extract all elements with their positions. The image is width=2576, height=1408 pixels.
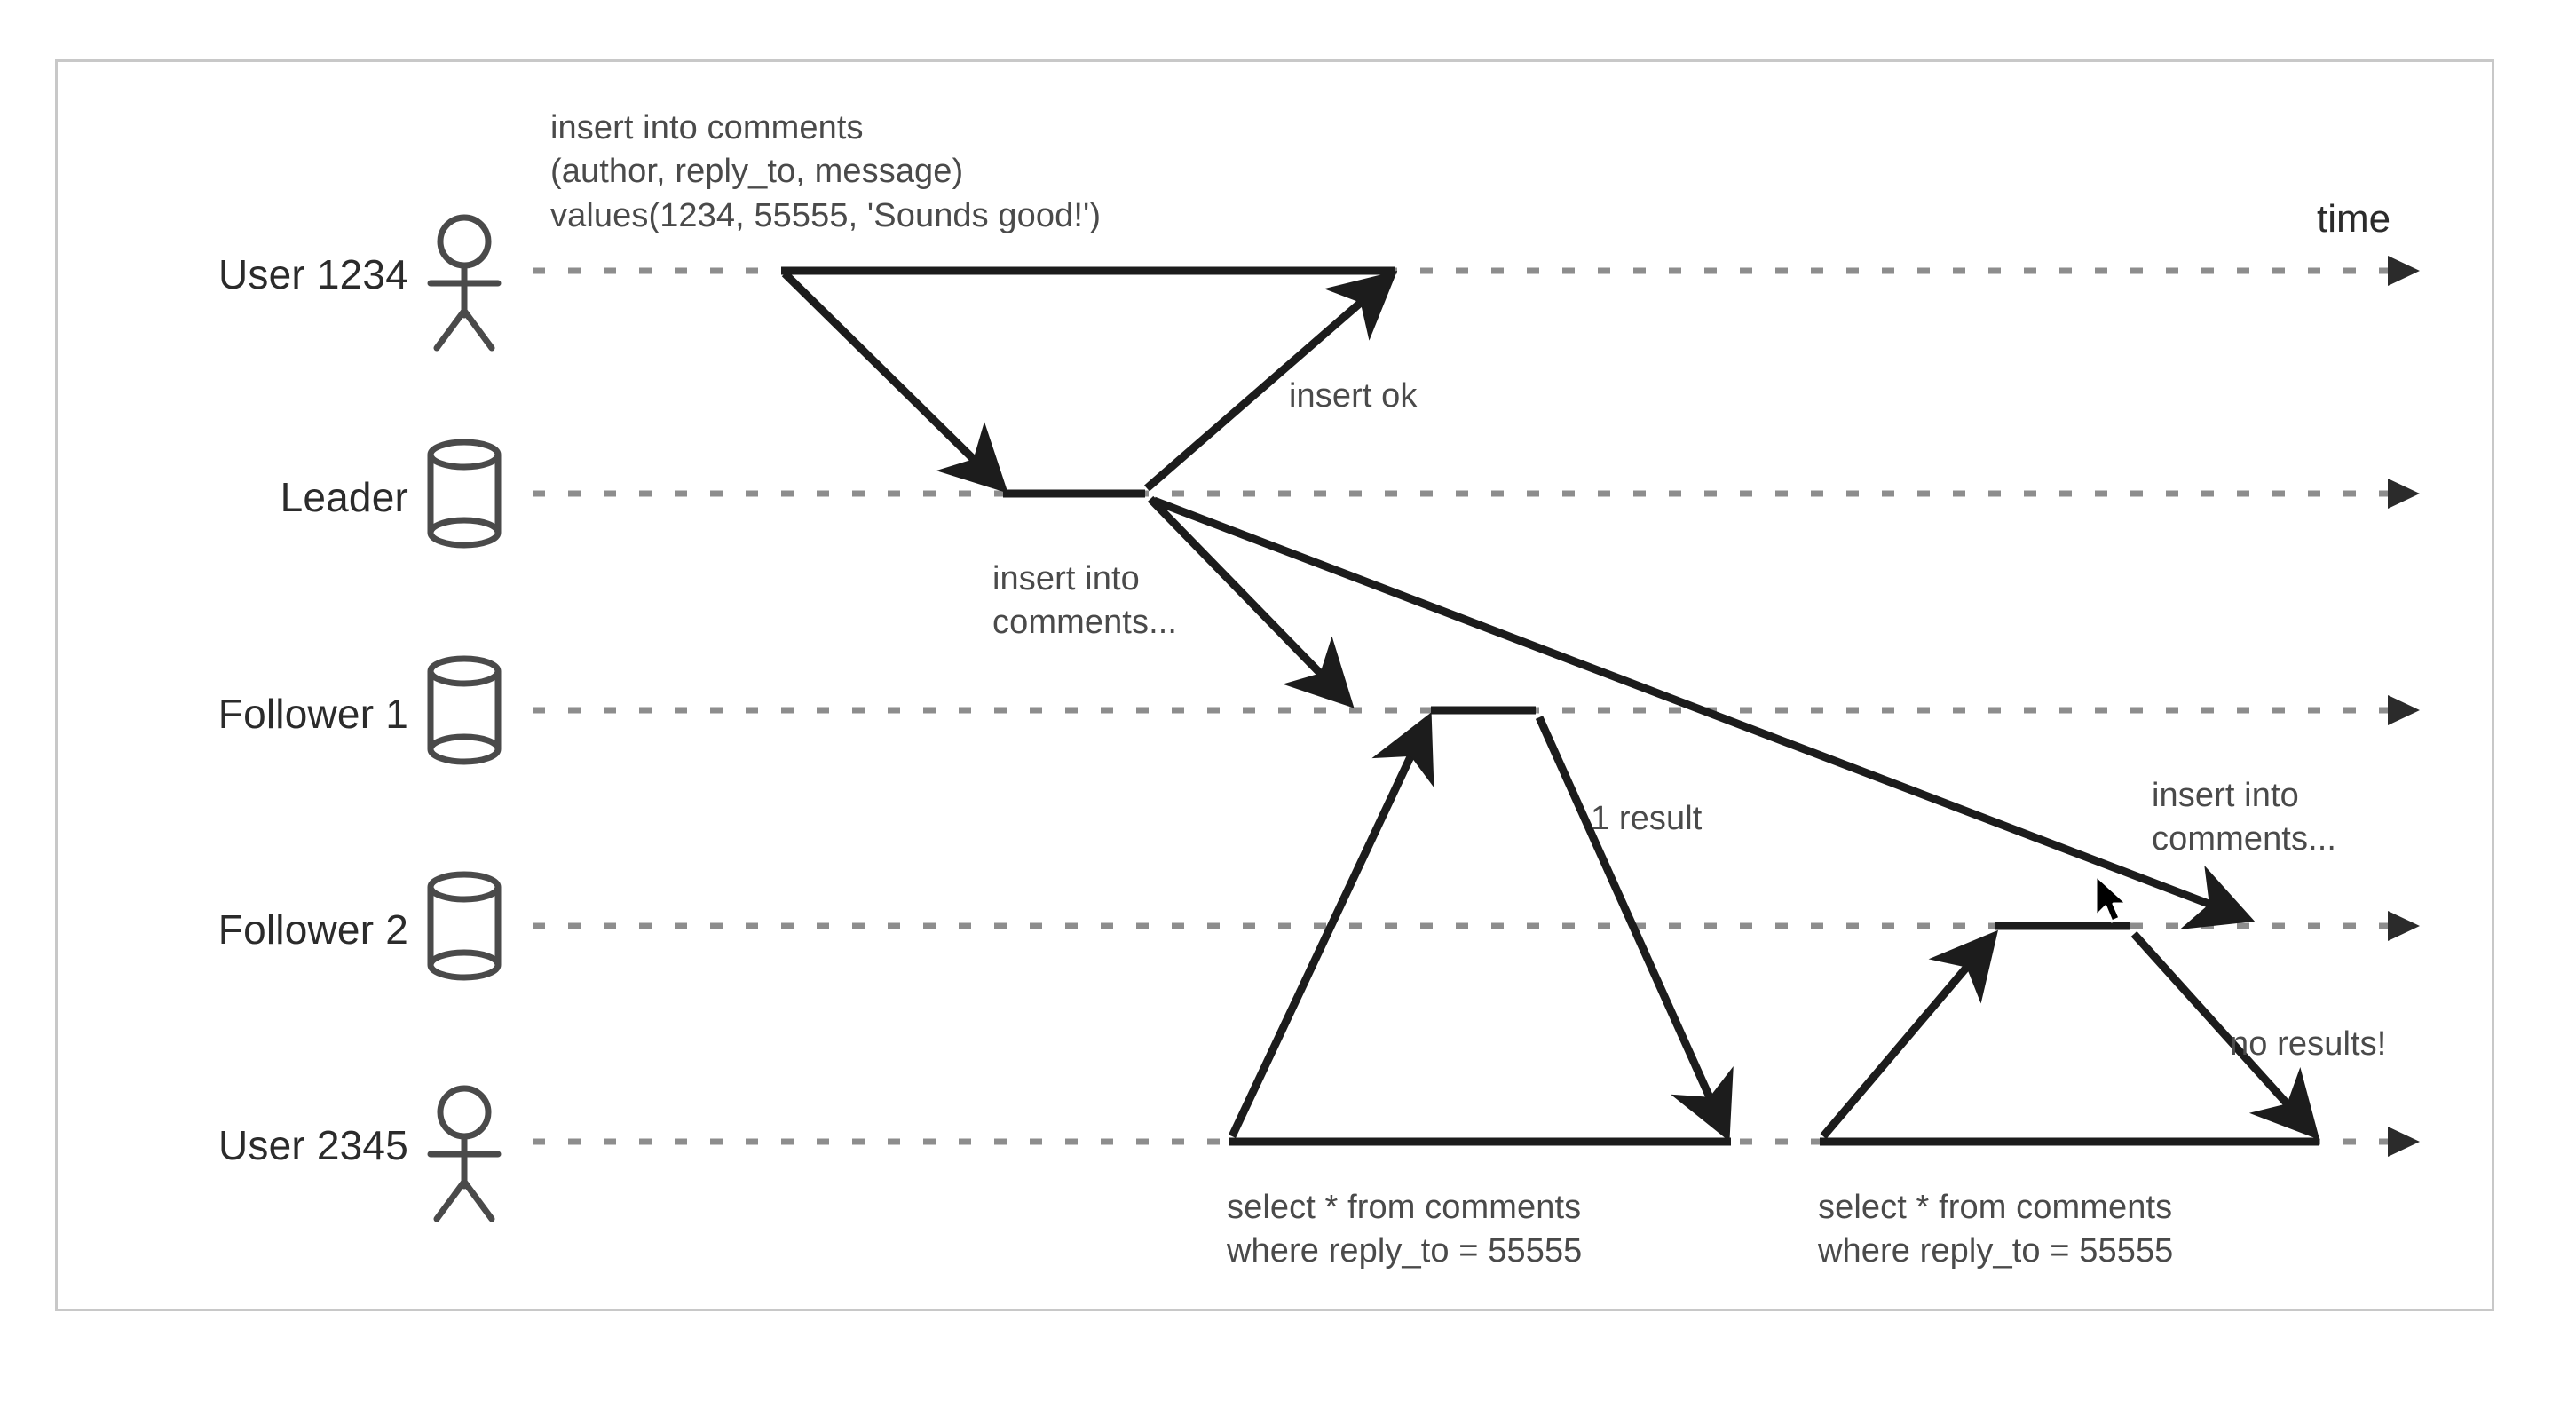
note-select-1-line-2: where reply_to = 55555 (1227, 1232, 1583, 1270)
message-arrow-read-follower1 (1228, 712, 1434, 1138)
lifeline-label-follower2: Follower 2 (217, 906, 408, 953)
mouse-cursor (2094, 874, 2129, 923)
message-arrow-read-follower2 (1820, 929, 1998, 1139)
message-label-replicate-follower2: insert into comments... (2152, 777, 2337, 858)
actor-stick-figure-icon-user2345 (427, 1085, 502, 1222)
actor-stick-figure-icon-user1234 (427, 214, 502, 352)
note-insert-line-1: insert into comments (550, 109, 864, 146)
database-cylinder-icon-follower1 (427, 655, 502, 765)
message-arrow-result-follower1 (1535, 716, 1734, 1142)
message-label-insert-ok: insert ok (1289, 377, 1418, 415)
note-select-1-line-1: select * from comments (1227, 1189, 1582, 1226)
database-cylinder-icon-follower2 (427, 871, 502, 981)
lifeline-user1234 (533, 256, 2420, 286)
message-label-result-follower1: 1 result (1591, 800, 1703, 837)
message-arrow-insert-ok (1144, 270, 1398, 492)
message-arrow-replicate-follower2 (1152, 496, 2256, 930)
note-insert-statement: insert into comments (author, reply_to, … (550, 107, 1101, 238)
lifeline-label-user1234: User 1234 (217, 251, 408, 297)
note-insert-line-3: values(1234, 55555, 'Sounds good!') (550, 196, 1102, 234)
lifeline-follower2 (533, 911, 2420, 941)
lifeline-label-user2345: User 2345 (217, 1122, 408, 1168)
note-select-2-line-1: select * from comments (1818, 1189, 2173, 1226)
message-arrow-replicate-follower1 (1147, 495, 1355, 708)
lifeline-label-follower1: Follower 1 (217, 691, 408, 737)
note-select-query-2: select * from comments where reply_to = … (1818, 1186, 2173, 1274)
note-select-query-1: select * from comments where reply_to = … (1227, 1186, 1582, 1274)
lifeline-leader (533, 479, 2420, 509)
note-select-2-line-2: where reply_to = 55555 (1818, 1232, 2174, 1270)
note-insert-line-2: (author, reply_to, message) (550, 153, 964, 191)
message-arrow-result-follower2 (2130, 930, 2320, 1141)
message-label-result-follower2: no results! (2230, 1025, 2387, 1063)
database-cylinder-icon-leader (427, 439, 502, 549)
time-axis-label: time (2317, 197, 2391, 241)
lifeline-label-leader: Leader (280, 474, 408, 520)
message-label-replicate-follower1: insert into comments... (992, 560, 1178, 641)
message-arrow-insert-request (781, 270, 1008, 494)
